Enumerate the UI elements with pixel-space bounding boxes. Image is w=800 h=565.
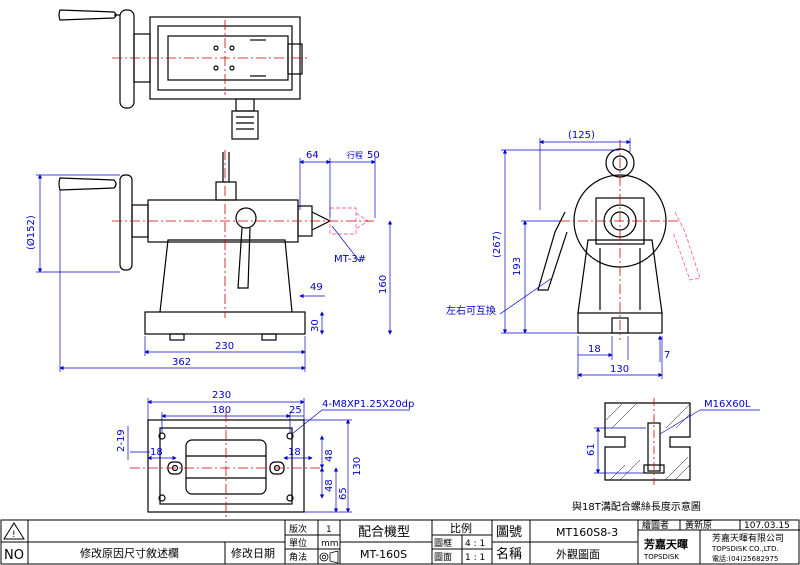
svg-text:!: ! — [12, 530, 16, 540]
tb-match-label: 配合機型 — [358, 525, 410, 540]
tb-drawing-no-label: 圖號 — [496, 525, 522, 540]
top-view — [58, 9, 303, 140]
dim-160: 160 — [378, 275, 389, 294]
dim-362: 362 — [172, 357, 191, 368]
tb-company-name: 芳嘉天暉有限公司 — [712, 532, 784, 544]
svg-text:芳嘉天暉: 芳嘉天暉 — [644, 537, 688, 551]
side-view — [537, 148, 667, 334]
side-view-centerlines — [560, 140, 680, 340]
dim-7: 7 — [664, 350, 670, 361]
detail-view — [604, 402, 691, 481]
top-view-nose — [287, 43, 303, 75]
tb-revision-date: 修改日期 — [231, 546, 275, 560]
tb-phone: 電話:(04)25682975 — [712, 554, 778, 563]
dim-180: 180 — [212, 405, 231, 416]
front-view-centerlines — [112, 150, 375, 318]
detail-view-dimension-lines — [594, 409, 760, 474]
front-view-clamp-lever — [215, 181, 237, 201]
dim-25: 25 — [289, 405, 302, 416]
dim-18-left: 18 — [150, 447, 163, 458]
dim-230: 230 — [215, 341, 234, 352]
tb-edition-value: 1 — [326, 525, 332, 535]
front-view-handwheel — [119, 174, 133, 271]
front-view-lock-knob — [235, 207, 257, 229]
bottom-view-centerlines — [130, 412, 320, 520]
top-view-centerlines — [112, 20, 310, 95]
tb-revision-reason: 修改原因尺寸敘述欄 — [80, 546, 179, 560]
top-view-handle-grip — [58, 9, 117, 21]
dim-2-19: 2-19 — [116, 429, 127, 452]
side-view-lever-left — [537, 211, 568, 291]
front-view-dimension-lines — [36, 158, 393, 372]
front-view-column — [159, 239, 293, 313]
dim-18-right: 18 — [288, 447, 301, 458]
tb-angle-label: 角法 — [289, 551, 307, 563]
dim-dia-152: (Ø152) — [25, 215, 37, 250]
dim-48-bottom: 48 — [324, 479, 335, 492]
tb-drawing-no-value: MT160S8-3 — [556, 526, 618, 539]
warning-mark: ! — [3, 522, 25, 540]
tb-scale-box-value: 4 : 1 — [465, 539, 485, 549]
detail-view-bolt — [647, 422, 661, 472]
dim-64: 64 — [306, 150, 319, 161]
tb-edition-label: 版次 — [289, 523, 307, 535]
bottom-view-dimension-lines — [127, 398, 410, 513]
detail-view-section — [604, 402, 691, 481]
tb-company-en: TOPSDISK CO.,LTD. — [711, 545, 779, 553]
tb-scale-face-value: 1 : 1 — [465, 553, 485, 563]
top-view-handwheel — [119, 9, 135, 109]
tb-scale-label: 比例 — [450, 521, 472, 535]
dim-193: 193 — [512, 257, 523, 276]
dim-130-bottom: 130 — [352, 457, 363, 476]
tb-match-value: MT-160S — [360, 548, 407, 561]
dim-48-top: 48 — [324, 449, 335, 462]
dim-130-side: 130 — [610, 364, 629, 375]
front-view-handle-grip — [58, 177, 117, 191]
tb-no-label: NO — [4, 548, 24, 563]
detail-bolt-label: M16X60L — [704, 399, 751, 410]
detail-dim-61: 61 — [586, 443, 597, 456]
projection-symbol-icon — [319, 550, 339, 564]
side-view-lever-phantom — [672, 211, 701, 281]
title-block — [0, 519, 800, 565]
dim-stroke-label: 行程 — [347, 150, 363, 160]
tb-drafter-label: 繪圖者 — [642, 519, 669, 531]
tb-name-value: 外觀圖面 — [556, 548, 600, 561]
dim-stroke-50: 50 — [367, 150, 380, 161]
top-view-lever-knob — [231, 110, 259, 140]
dim-230-bottom: 230 — [212, 390, 231, 401]
dim-thread: 4-M8XP1.25X20dp — [322, 399, 414, 410]
dim-18-side: 18 — [588, 344, 601, 355]
dim-65: 65 — [338, 487, 349, 500]
tb-scale-box-label: 圖框 — [434, 537, 452, 549]
tb-unit-label: 單位 — [289, 537, 307, 549]
tb-unit-value: mm — [321, 539, 339, 549]
dim-30: 30 — [310, 319, 321, 332]
svg-text:TOPSDISK: TOPSDISK — [643, 553, 679, 561]
company-logo: 芳嘉天暉 TOPSDISK — [643, 537, 688, 561]
tb-name-label: 名稱 — [496, 546, 522, 562]
dim-267: (267) — [492, 231, 503, 258]
dim-mt3: MT-3# — [334, 254, 366, 265]
tb-scale-face-label: 圖面 — [434, 552, 452, 563]
dim-49: 49 — [310, 282, 323, 293]
side-view-dimension-lines — [499, 138, 663, 379]
tb-drafter-value: 黃新原 — [685, 519, 712, 531]
front-view-lock-handle — [237, 227, 251, 289]
detail-caption: 與18T溝配合螺絲長度示意圖 — [572, 500, 701, 513]
top-view-lever-stem — [235, 98, 255, 112]
side-view-note: 左右可互換 — [446, 304, 496, 317]
dim-125: (125) — [568, 130, 595, 141]
front-view — [58, 152, 332, 341]
detail-view-hatching — [605, 403, 691, 481]
tb-date-value: 107.03.15 — [744, 521, 790, 531]
